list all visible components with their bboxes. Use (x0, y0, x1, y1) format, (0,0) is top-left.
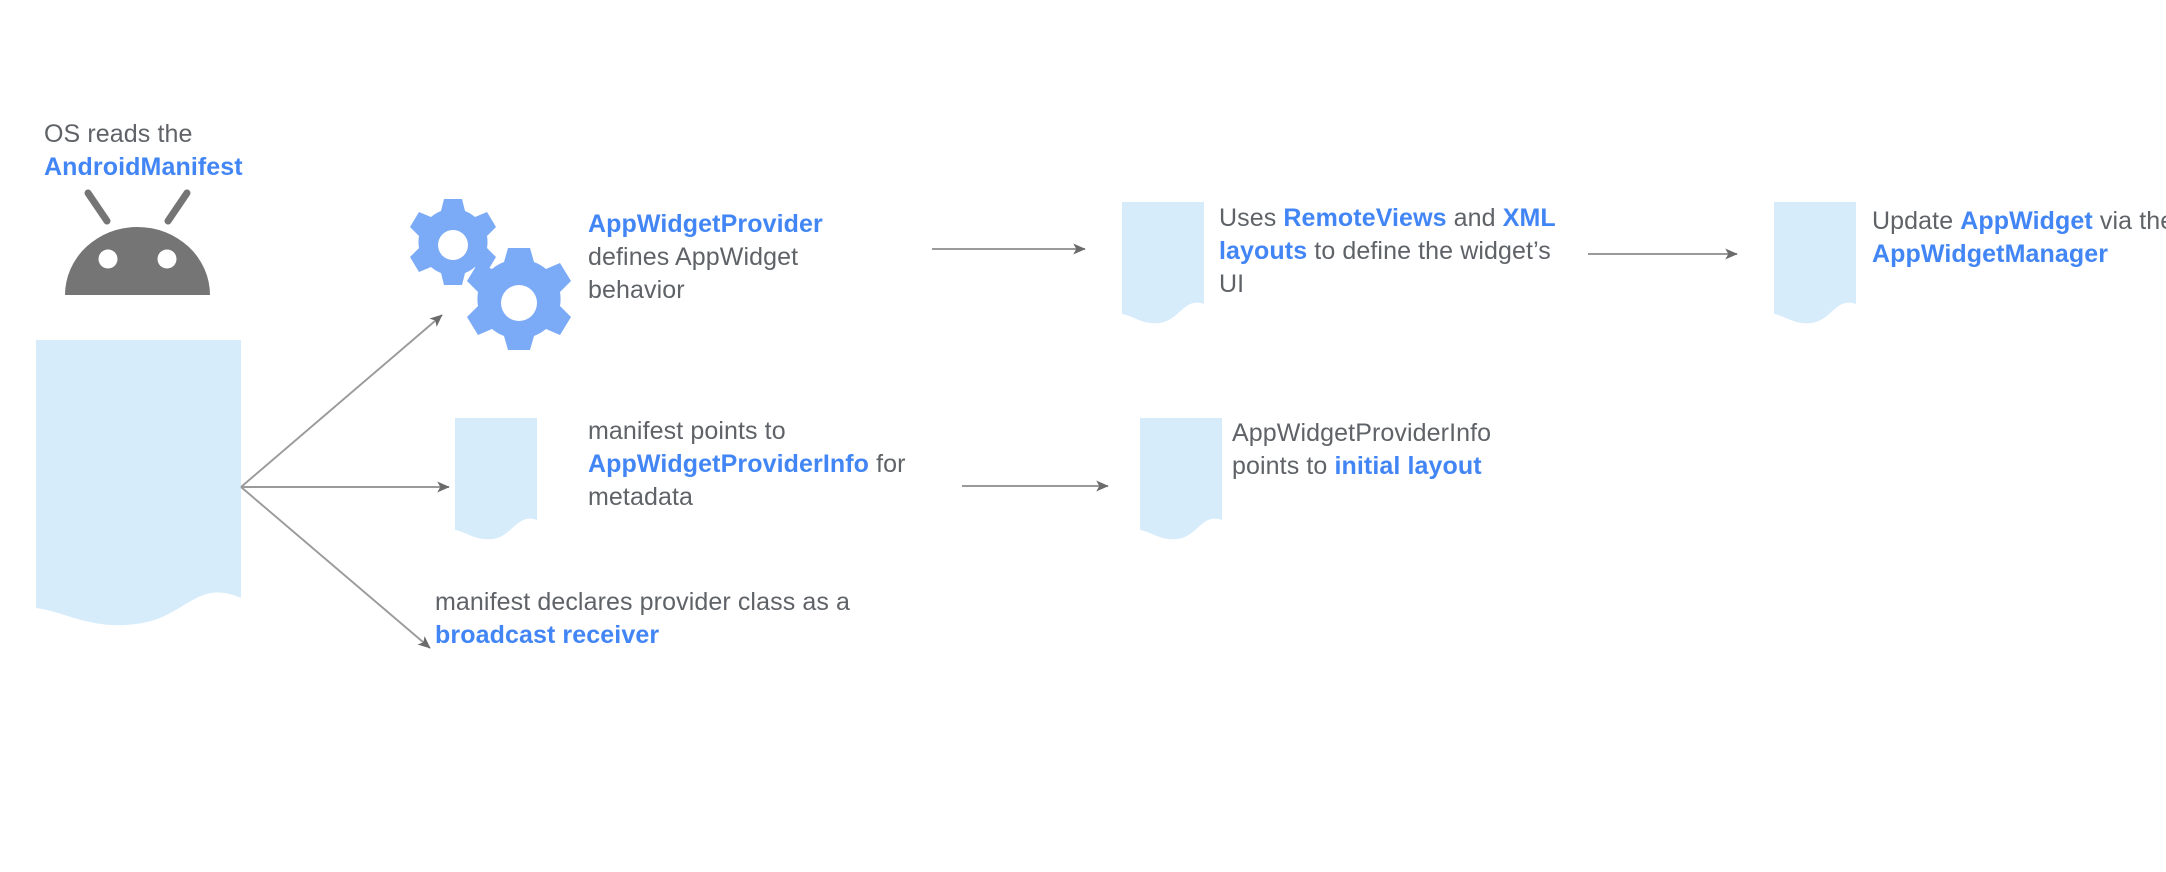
label-segment: and (1446, 204, 1503, 232)
caption-line-1: OS reads the (44, 120, 200, 148)
label-segment: via the (2099, 207, 2166, 235)
label-update-appwidget: Update AppWidget via the AppWidgetManage… (1872, 205, 2166, 271)
label-segment: broadcast receiver (435, 621, 660, 649)
label-segment: for metadata (588, 450, 913, 511)
label-remoteviews: Uses RemoteViews and XML layouts to defi… (1219, 202, 1579, 301)
label-segment: Update (1872, 207, 1961, 235)
label-segment: AppWidget (1960, 207, 2093, 235)
label-segment: AppWidgetManager (1872, 240, 2109, 268)
label-segment: Uses (1219, 204, 1284, 232)
document-icon (1774, 202, 1856, 324)
label-segment: defines AppWidget behavior (588, 210, 830, 304)
label-providerinfo-initial-layout: AppWidgetProviderInfo points to initial … (1232, 417, 1562, 483)
label-segment: RemoteViews (1283, 204, 1447, 232)
label-segment: AppWidgetProviderInfo points to (1232, 419, 1499, 480)
label-segment: manifest points to (588, 417, 793, 445)
robot-eye-right (157, 249, 177, 269)
document-icon (1122, 202, 1204, 324)
label-segment: AppWidgetProviderInfo (588, 450, 870, 478)
manifest-document-icon (36, 340, 241, 626)
label-segment: manifest declares provider class as a (435, 588, 858, 616)
android-robot-icon (65, 189, 210, 295)
label-segment: to define the widget’s UI (1219, 237, 1558, 298)
label-broadcast-receiver: manifest declares provider class as a br… (435, 586, 905, 652)
label-segment: AppWidgetProvider (588, 210, 823, 238)
label-appwidgetprovider: AppWidgetProvider defines AppWidget beha… (588, 208, 858, 307)
gears-icon (410, 199, 571, 350)
label-segment: XML layouts (1219, 204, 1563, 265)
label-segment: initial layout (1334, 452, 1482, 480)
caption-keyword-androidmanifest: AndroidManifest (44, 153, 243, 181)
document-icon (455, 418, 537, 540)
robot-eye-left (98, 249, 118, 269)
label-manifest-points-to-info: manifest points to AppWidgetProviderInfo… (588, 415, 968, 514)
caption-os-reads-manifest: OS reads the AndroidManifest (44, 118, 374, 184)
document-icon (1140, 418, 1222, 540)
arrow-manifest-to-broadcast (240, 486, 431, 649)
